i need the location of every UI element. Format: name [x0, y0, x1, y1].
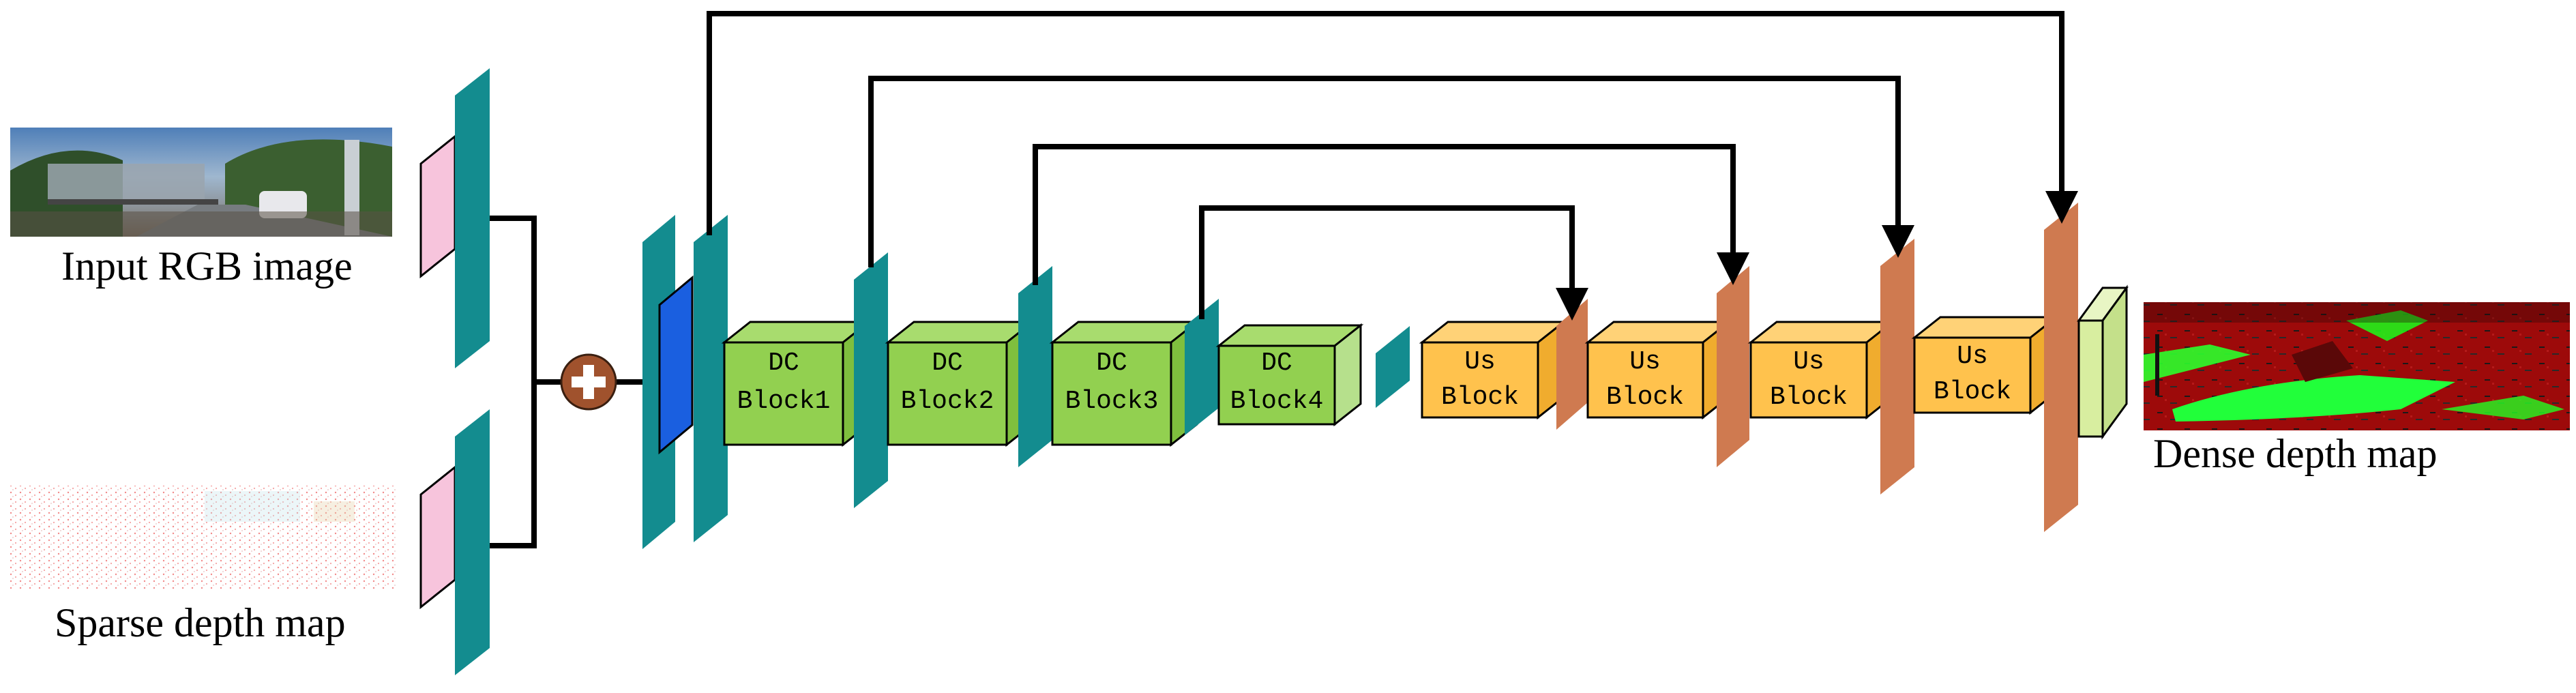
dc-block-1: DC Block1	[721, 319, 872, 447]
us-block-4: Us Block	[1911, 314, 2060, 415]
decoder-plane-4	[2044, 203, 2078, 532]
dc-block-2-title: DC	[932, 349, 963, 378]
decoder-plane-3	[1880, 239, 1914, 495]
dc-block-1-title: DC	[768, 349, 799, 378]
skip-arrow-1	[707, 11, 2078, 235]
us-block-2-title: Us	[1629, 347, 1661, 377]
dense-depth-image	[2144, 302, 2570, 430]
us-block-4-title: Us	[1957, 342, 1988, 371]
us-block-2: Us Block	[1584, 319, 1732, 420]
us-block-1: Us Block	[1419, 319, 1567, 420]
dc-block-4-title: DC	[1261, 349, 1292, 378]
skip-arrow-3	[1033, 144, 1749, 285]
depth-branch	[419, 409, 490, 675]
input-rgb-label: Input RGB image	[61, 244, 353, 289]
dc-block-4-subtitle: Block4	[1230, 387, 1324, 416]
encoder-plane-2	[1018, 266, 1052, 467]
sparse-depth-label: Sparse depth map	[55, 600, 346, 645]
skip-arrow-2	[868, 76, 1914, 267]
encoder-head	[642, 215, 728, 549]
dc-block-4: DC Block4	[1215, 323, 1364, 427]
us-block-1-subtitle: Block	[1441, 383, 1519, 412]
us-block-3: Us Block	[1747, 319, 1896, 420]
dense-depth-label: Dense depth map	[2153, 431, 2438, 476]
merge-connectors	[490, 216, 643, 548]
dc-block-3: DC Block3	[1049, 319, 1200, 447]
skip-connections	[707, 11, 2078, 321]
decoder-plane-2	[1717, 266, 1749, 467]
bottleneck-plane	[1376, 326, 1410, 408]
us-block-4-subtitle: Block	[1934, 377, 2011, 407]
encoder-plane-1	[854, 252, 888, 508]
output-layer	[2077, 284, 2129, 440]
us-block-3-title: Us	[1793, 347, 1824, 377]
dc-block-3-title: DC	[1096, 349, 1127, 378]
encoder-plane-3	[1185, 299, 1219, 435]
skip-arrow-4	[1199, 205, 1588, 321]
dc-block-1-subtitle: Block1	[737, 387, 831, 416]
rgb-branch	[419, 68, 490, 368]
dc-block-2-subtitle: Block2	[901, 387, 994, 416]
input-rgb-image	[10, 128, 392, 237]
us-block-3-subtitle: Block	[1770, 383, 1848, 412]
add-node	[560, 353, 617, 411]
sparse-depth-image	[10, 486, 396, 589]
dc-block-2: DC Block2	[885, 319, 1036, 447]
us-block-2-subtitle: Block	[1606, 383, 1684, 412]
us-block-1-title: Us	[1464, 347, 1496, 377]
decoder-plane-1	[1556, 299, 1588, 430]
dc-block-3-subtitle: Block3	[1065, 387, 1159, 416]
